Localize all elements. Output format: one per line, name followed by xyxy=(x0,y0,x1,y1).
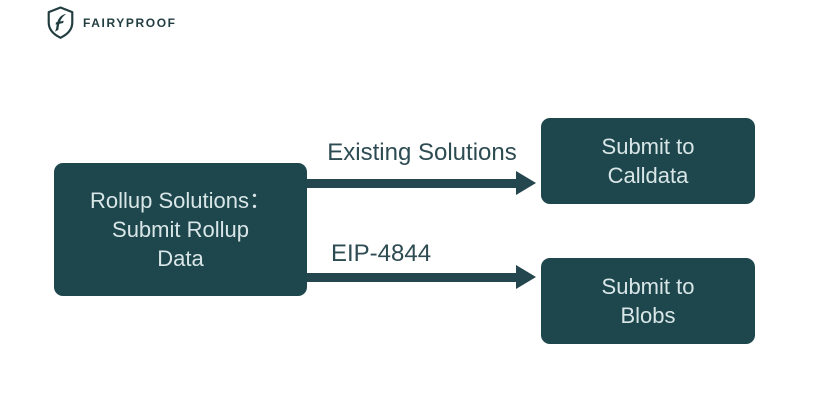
arrow-eip-4844-shaft xyxy=(307,273,517,282)
node-submit-to-calldata: Submit to Calldata xyxy=(541,118,755,204)
shield-f-logo-icon xyxy=(46,6,75,39)
brand-logo: FAIRYPROOF xyxy=(46,6,177,39)
node-submit-to-blobs: Submit to Blobs xyxy=(541,258,755,344)
edge-label-eip-4844: EIP-4844 xyxy=(331,240,432,267)
arrow-eip-4844-head-icon xyxy=(516,265,536,289)
arrow-existing-solutions-head-icon xyxy=(516,171,536,195)
brand-name: FAIRYPROOF xyxy=(83,15,177,30)
node-rollup-solutions: Rollup Solutions： Submit Rollup Data xyxy=(54,163,307,296)
edge-label-existing-solutions: Existing Solutions xyxy=(327,139,517,166)
arrow-existing-solutions-shaft xyxy=(307,179,517,188)
